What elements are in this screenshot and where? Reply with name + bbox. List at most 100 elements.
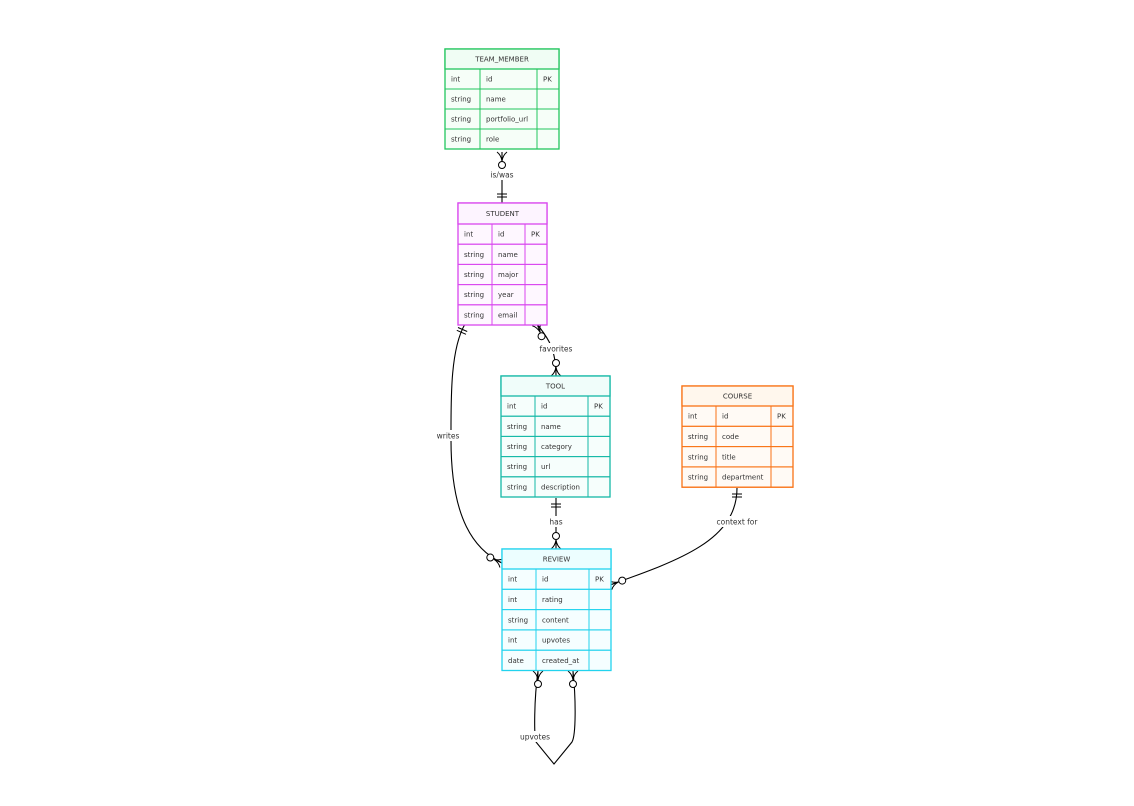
exactly-one-marker (456, 327, 468, 335)
attribute-name: created_at (542, 657, 579, 665)
attribute-type: string (451, 136, 471, 144)
attribute-type: string (508, 616, 528, 624)
attribute-name: name (498, 251, 518, 259)
attribute-type: int (508, 576, 517, 584)
attribute-name: content (542, 616, 569, 624)
entity-title: TOOL (545, 383, 565, 391)
attribute-row: string email (457, 304, 548, 326)
edge-context-for (609, 487, 738, 586)
edge-upvotes (534, 670, 576, 765)
attribute-name: name (486, 96, 506, 104)
attribute-name: email (498, 311, 517, 319)
attribute-name: major (498, 271, 518, 279)
entity-title: COURSE (723, 393, 752, 401)
attribute-type: string (507, 463, 527, 471)
attribute-row-border (681, 466, 794, 488)
attribute-type: string (464, 291, 484, 299)
attribute-type: date (508, 657, 524, 665)
attribute-type: int (507, 403, 516, 411)
attribute-name: id (486, 76, 492, 84)
attribute-type: string (464, 251, 484, 259)
attribute-type: string (464, 311, 484, 319)
attribute-type: int (451, 76, 460, 84)
zero-or-many-marker (567, 670, 579, 688)
attribute-name: name (541, 423, 561, 431)
attribute-name: department (722, 474, 764, 482)
attribute-key: PK (594, 403, 603, 411)
relationship-label: favorites (532, 343, 580, 354)
svg-text:context for: context for (717, 518, 759, 527)
relationship-labels: is/was favorites writes has context for upvot… (431, 169, 766, 742)
zero-or-many-marker (550, 532, 562, 550)
attribute-name: description (541, 483, 580, 491)
attribute-name: role (486, 136, 499, 144)
attribute-row: int id PK (444, 68, 560, 90)
attribute-type: string (464, 271, 484, 279)
attribute-type: string (507, 483, 527, 491)
attribute-name: upvotes (542, 637, 570, 645)
attribute-type: int (688, 413, 697, 421)
attribute-row: string department (681, 466, 794, 488)
entity-review[interactable]: REVIEW int id PK int rating string content int up… (501, 548, 612, 672)
svg-text:is/was: is/was (490, 171, 513, 180)
svg-text:upvotes: upvotes (520, 733, 550, 742)
attribute-type: string (507, 443, 527, 451)
attribute-type: int (464, 231, 473, 239)
exactly-one-marker (732, 493, 742, 498)
attribute-key: PK (777, 413, 786, 421)
zero-or-many-marker (550, 359, 562, 377)
exactly-one-marker (497, 193, 507, 198)
zero-or-many-marker (532, 670, 544, 688)
attribute-name: code (722, 433, 739, 441)
zero-or-many-marker (496, 151, 508, 169)
attribute-key: PK (531, 231, 540, 239)
attribute-type: string (688, 453, 708, 461)
attribute-name: rating (542, 596, 563, 604)
relationship-label: upvotes (515, 731, 555, 742)
attribute-name: id (542, 576, 548, 584)
attribute-row: string role (444, 128, 560, 150)
relationship-label: context for (708, 516, 766, 527)
entity-course[interactable]: COURSE int id PK string code string title string… (681, 385, 794, 488)
relationship-lines (450, 151, 742, 765)
attribute-type: string (451, 96, 471, 104)
entity-title: TEAM_MEMBER (474, 56, 529, 64)
attribute-type: string (688, 433, 708, 441)
attribute-type: int (508, 637, 517, 645)
attribute-row: date created_at (501, 649, 612, 672)
attribute-key: PK (543, 76, 552, 84)
entity-title: REVIEW (543, 556, 571, 564)
attribute-name: portfolio_url (486, 116, 528, 124)
attribute-row-border (444, 128, 560, 150)
attribute-row: string description (500, 476, 611, 498)
svg-text:has: has (549, 518, 562, 527)
entity-title: STUDENT (486, 210, 520, 218)
attribute-name: id (541, 403, 547, 411)
attribute-type: string (451, 116, 471, 124)
edge-writes (450, 323, 503, 564)
entity-student[interactable]: STUDENT int id PK string name string major strin… (457, 202, 548, 326)
attribute-name: id (498, 231, 504, 239)
exactly-one-marker (551, 503, 561, 508)
relationship-label: has (546, 516, 566, 527)
svg-text:writes: writes (437, 432, 460, 441)
attribute-name: id (722, 413, 728, 421)
attribute-row-border (501, 649, 612, 672)
relationship-label: writes (431, 430, 465, 441)
attribute-key: PK (595, 576, 604, 584)
relationship-label: is/was (485, 169, 519, 180)
attribute-type: int (508, 596, 517, 604)
attribute-name: url (541, 463, 550, 471)
attribute-row-border (457, 304, 548, 326)
attribute-name: year (498, 291, 514, 299)
svg-text:favorites: favorites (540, 345, 573, 354)
attribute-name: title (722, 453, 736, 461)
attribute-type: string (688, 474, 708, 482)
entity-tool[interactable]: TOOL int id PK string name string category strin… (500, 375, 611, 498)
attribute-row-border (500, 476, 611, 498)
attribute-name: category (541, 443, 572, 451)
attribute-type: string (507, 423, 527, 431)
